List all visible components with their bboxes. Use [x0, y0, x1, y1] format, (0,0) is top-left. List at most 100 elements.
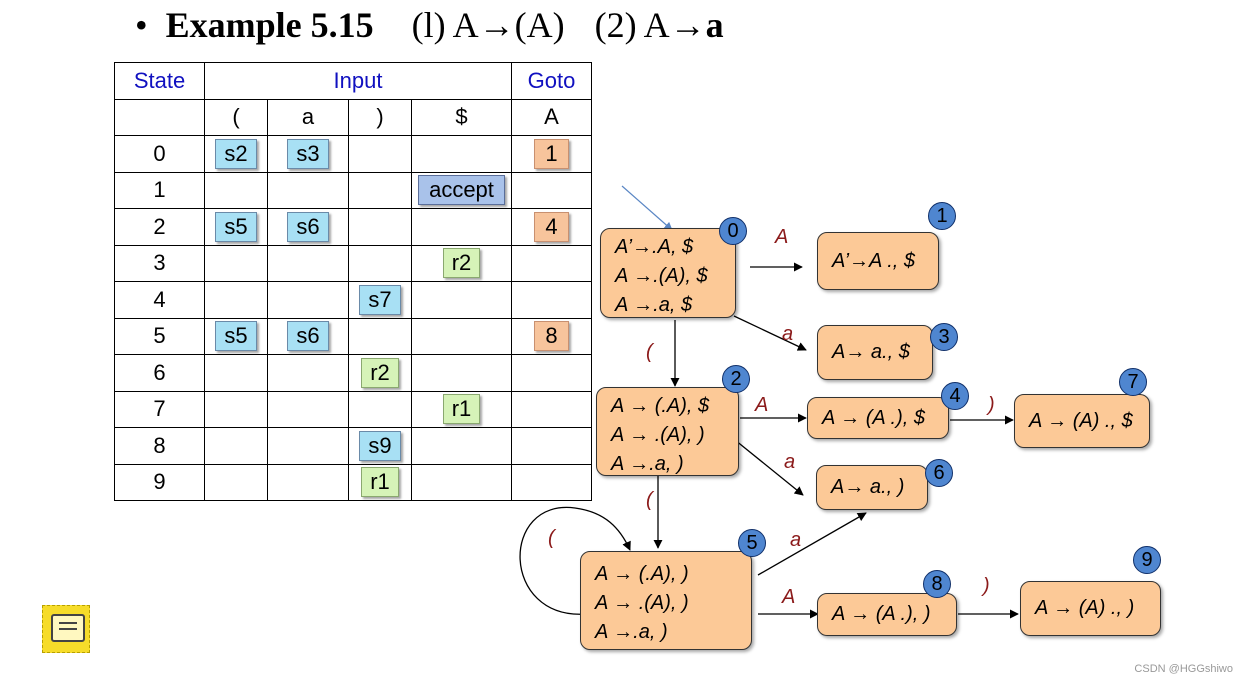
state-item: A→ a., $ — [832, 341, 910, 363]
lr-state-7: A → (A) ., $ — [1014, 394, 1150, 448]
symbol-rparen: ) — [348, 98, 412, 136]
state-item: A → (A) ., ) — [1035, 597, 1135, 619]
lr-state-1: A’→A ., $ — [817, 232, 939, 290]
action-cell: s2 — [215, 138, 257, 169]
header-goto: Goto — [511, 62, 592, 100]
action-cell: s6 — [287, 211, 329, 242]
state-item: A →.a, $ — [615, 294, 693, 316]
goto-cell: 1 — [534, 138, 569, 169]
state-item: A’→A ., $ — [832, 250, 915, 272]
title-rule-2-terminal: a — [705, 5, 724, 45]
edge-label-2-6: a — [784, 451, 796, 473]
state-number-7: 7 — [1119, 368, 1147, 396]
table-row: 5 s5 s6 8 — [114, 317, 592, 355]
state-item: A →.a, ) — [611, 453, 684, 475]
edge-label-0-3: a — [782, 323, 794, 345]
symbol-goto-A: A — [511, 98, 592, 136]
state-item: A → (A .), ) — [832, 603, 931, 625]
state-number-3: 3 — [930, 323, 958, 351]
title-example: Example 5.15 — [165, 5, 374, 45]
state-number-0: 0 — [719, 217, 747, 245]
accept-cell: accept — [418, 175, 505, 206]
edge-0-3 — [733, 315, 807, 351]
state-item: A → .(A), ) — [611, 424, 705, 446]
table-row: 9 r1 — [114, 463, 592, 501]
state-number-1: 1 — [928, 202, 956, 230]
edge-label-4-7: ) — [988, 394, 995, 416]
state-number-8: 8 — [923, 570, 951, 598]
state-item: A → (A .), $ — [822, 407, 925, 429]
action-cell: r2 — [442, 248, 481, 279]
state-number-4: 4 — [941, 382, 969, 410]
edge-label-5-6: a — [790, 529, 802, 551]
edge-label-2-5: ( — [646, 489, 653, 511]
action-cell: s5 — [215, 321, 257, 352]
title-rule-2: (2) A→a — [595, 5, 724, 45]
state-item: A’→.A, $ — [615, 236, 694, 258]
header-state: State — [114, 62, 205, 100]
title-bullet: • — [135, 5, 148, 45]
goto-cell: 4 — [534, 211, 569, 242]
edge-label-8-9: ) — [983, 575, 990, 597]
action-cell: s6 — [287, 321, 329, 352]
symbol-cell-empty — [114, 98, 205, 136]
lr-state-2: A → (.A), $ A → .(A), ) A →.a, ) — [596, 387, 739, 476]
row-state: 3 — [114, 244, 205, 282]
row-state: 7 — [114, 390, 205, 428]
title-rule-1: (l) A→(A) — [411, 5, 565, 45]
table-row: 1 accept — [114, 171, 592, 209]
table-row: 2 s5 s6 4 — [114, 208, 592, 246]
state-item: A →.(A), $ — [615, 265, 708, 287]
action-cell: s5 — [215, 211, 257, 242]
lr-state-9: A → (A) ., ) — [1020, 581, 1161, 636]
slide-title: • Example 5.15 (l) A→(A) (2) A→a — [135, 4, 724, 46]
table-header-row: State Input Goto — [114, 62, 592, 100]
action-cell: r1 — [361, 467, 399, 498]
row-state: 6 — [114, 354, 205, 392]
edge-label-0-1: A — [775, 226, 789, 248]
symbol-end: $ — [411, 98, 512, 136]
watermark: CSDN @HGGshiwo — [1134, 663, 1233, 675]
state-item: A → (A) ., $ — [1029, 410, 1133, 432]
lr-state-4: A → (A .), $ — [807, 397, 949, 439]
parse-table: State Input Goto ( a ) $ A 0 s2 s3 1 1 a… — [114, 62, 592, 501]
state-number-6: 6 — [925, 459, 953, 487]
action-cell: s9 — [359, 430, 401, 461]
table-row: 0 s2 s3 1 — [114, 135, 592, 173]
lr-state-6: A→ a., ) — [816, 465, 928, 510]
row-state: 0 — [114, 135, 205, 173]
lr-state-3: A→ a., $ — [817, 325, 933, 380]
lr-state-5: A → (.A), ) A → .(A), ) A →.a, ) — [580, 551, 752, 650]
action-cell: r1 — [442, 394, 481, 425]
table-symbol-row: ( a ) $ A — [114, 98, 592, 136]
state-item: A → .(A), ) — [595, 592, 689, 614]
table-row: 7 r1 — [114, 390, 592, 428]
state-item: A →.a, ) — [595, 621, 668, 643]
lr-state-8: A → (A .), ) — [817, 593, 957, 636]
state-item: A → (.A), $ — [611, 395, 710, 417]
edge-2-6 — [734, 439, 804, 496]
action-cell: r2 — [361, 357, 399, 388]
title-rule-2-prefix: (2) A→ — [594, 5, 706, 45]
start-arrow — [621, 185, 673, 231]
state-number-5: 5 — [738, 529, 766, 557]
state-item: A → (.A), ) — [595, 563, 689, 585]
edge-5-6 — [757, 512, 867, 576]
edge-label-5-5: ( — [548, 527, 555, 549]
symbol-a: a — [267, 98, 349, 136]
row-state: 9 — [114, 463, 205, 501]
comment-note-icon[interactable] — [42, 605, 90, 653]
table-row: 4 s7 — [114, 281, 592, 319]
row-state: 4 — [114, 281, 205, 319]
edge-5-5-loop — [519, 506, 631, 615]
state-item: A→ a., ) — [831, 476, 905, 498]
edge-label-5-8: A — [782, 586, 796, 608]
state-number-2: 2 — [722, 365, 750, 393]
edge-label-0-2: ( — [646, 341, 653, 363]
header-input: Input — [204, 62, 512, 100]
lr-state-0: A’→.A, $ A →.(A), $ A →.a, $ — [600, 228, 736, 318]
action-cell: s3 — [287, 138, 329, 169]
edge-label-2-4: A — [755, 394, 769, 416]
goto-cell: 8 — [534, 321, 569, 352]
